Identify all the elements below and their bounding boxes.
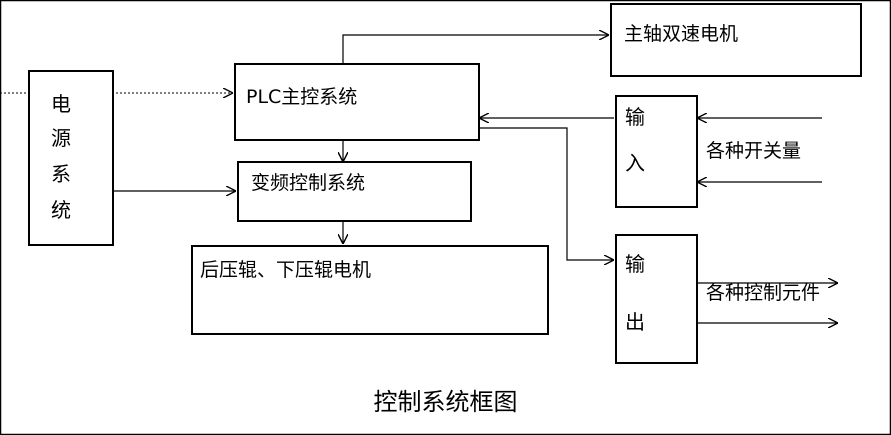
spindle-motor-box: 主轴双速电机 — [610, 3, 862, 77]
output-box: 输 出 — [615, 234, 698, 364]
power-char-1: 电 — [51, 92, 71, 116]
switch-signals-label: 各种开关量 — [706, 140, 802, 162]
vfd-box: 变频控制系统 — [237, 161, 472, 222]
rollers-motor-label: 后压辊、下压辊电机 — [200, 259, 372, 281]
input-char-2: 入 — [625, 151, 645, 175]
output-char-1: 输 — [625, 252, 645, 276]
rollers-motor-box: 后压辊、下压辊电机 — [191, 245, 549, 335]
power-supply-box: 电 源 系 统 — [28, 70, 114, 246]
input-box: 输 入 — [615, 95, 698, 208]
power-char-3: 系 — [51, 162, 71, 186]
edge-plc-to-output — [479, 127, 614, 260]
input-char-1: 输 — [625, 105, 645, 129]
power-char-2: 源 — [51, 126, 71, 150]
control-elements-label: 各种控制元件 — [706, 282, 821, 304]
output-char-2: 出 — [625, 310, 645, 334]
diagram-caption: 控制系统框图 — [373, 388, 518, 416]
power-char-4: 统 — [51, 198, 71, 222]
vfd-label: 变频控制系统 — [251, 172, 366, 194]
edge-plc-to-spindle — [342, 35, 609, 64]
plc-label: PLC主控系统 — [246, 86, 358, 108]
spindle-motor-label: 主轴双速电机 — [624, 23, 739, 45]
plc-box: PLC主控系统 — [234, 63, 480, 141]
